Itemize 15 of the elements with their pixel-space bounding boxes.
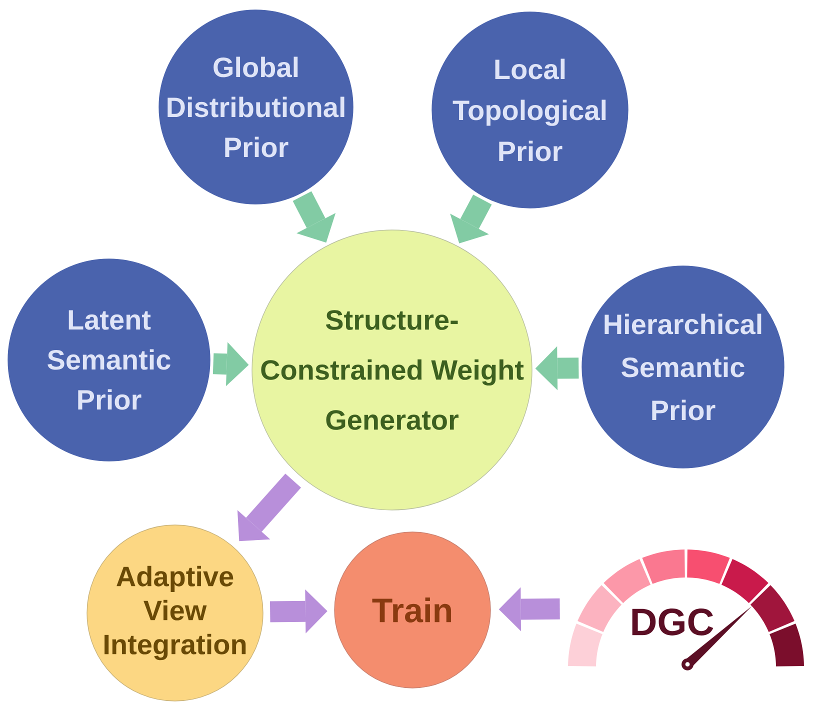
block-arrow (270, 589, 328, 634)
circle-node: Adaptive View Integration (86, 524, 264, 702)
block-arrow (498, 587, 560, 632)
block-arrow (450, 194, 492, 244)
circle-node: Global Distributional Prior (158, 10, 354, 204)
gauge: DGC (568, 550, 804, 670)
circle-node: Train (334, 532, 491, 688)
block-arrow (212, 342, 249, 386)
block-arrow (535, 346, 579, 390)
block-arrow (237, 474, 302, 542)
circle-node: Hierarchical Semantic Prior (582, 266, 784, 468)
block-arrow (292, 191, 336, 243)
circle-node: Local Topological Prior (432, 12, 628, 208)
circle-node: Structure-Constrained Weight Generator (252, 230, 532, 510)
circle-node: Latent Semantic Prior (8, 258, 210, 462)
